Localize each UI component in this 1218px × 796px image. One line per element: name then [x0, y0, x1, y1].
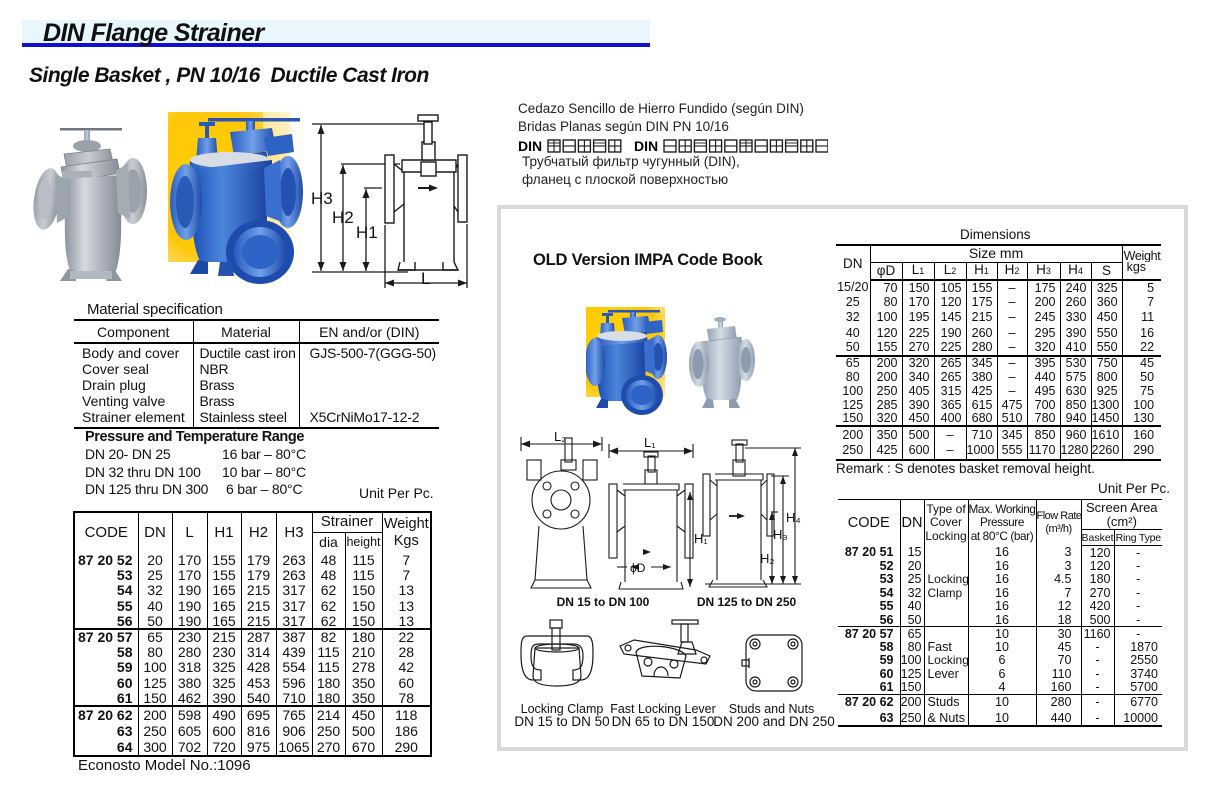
svg-text:H1: H1	[356, 223, 378, 242]
svg-text:L₁: L₁	[644, 435, 656, 450]
svg-text:H2: H2	[332, 208, 354, 227]
svg-text:DIN: DIN	[518, 138, 542, 154]
svg-text:L₂: L₂	[554, 432, 566, 444]
svg-text:DIN: DIN	[634, 138, 658, 154]
svg-text:H3: H3	[311, 189, 333, 208]
svg-text:H₁: H₁	[694, 531, 708, 546]
svg-text:H₂: H₂	[760, 551, 774, 566]
svg-text:ϕD: ϕD	[630, 561, 646, 575]
svg-text:H₄: H₄	[786, 510, 801, 525]
svg-text:H₃: H₃	[773, 527, 788, 542]
svg-text:L: L	[421, 269, 430, 288]
